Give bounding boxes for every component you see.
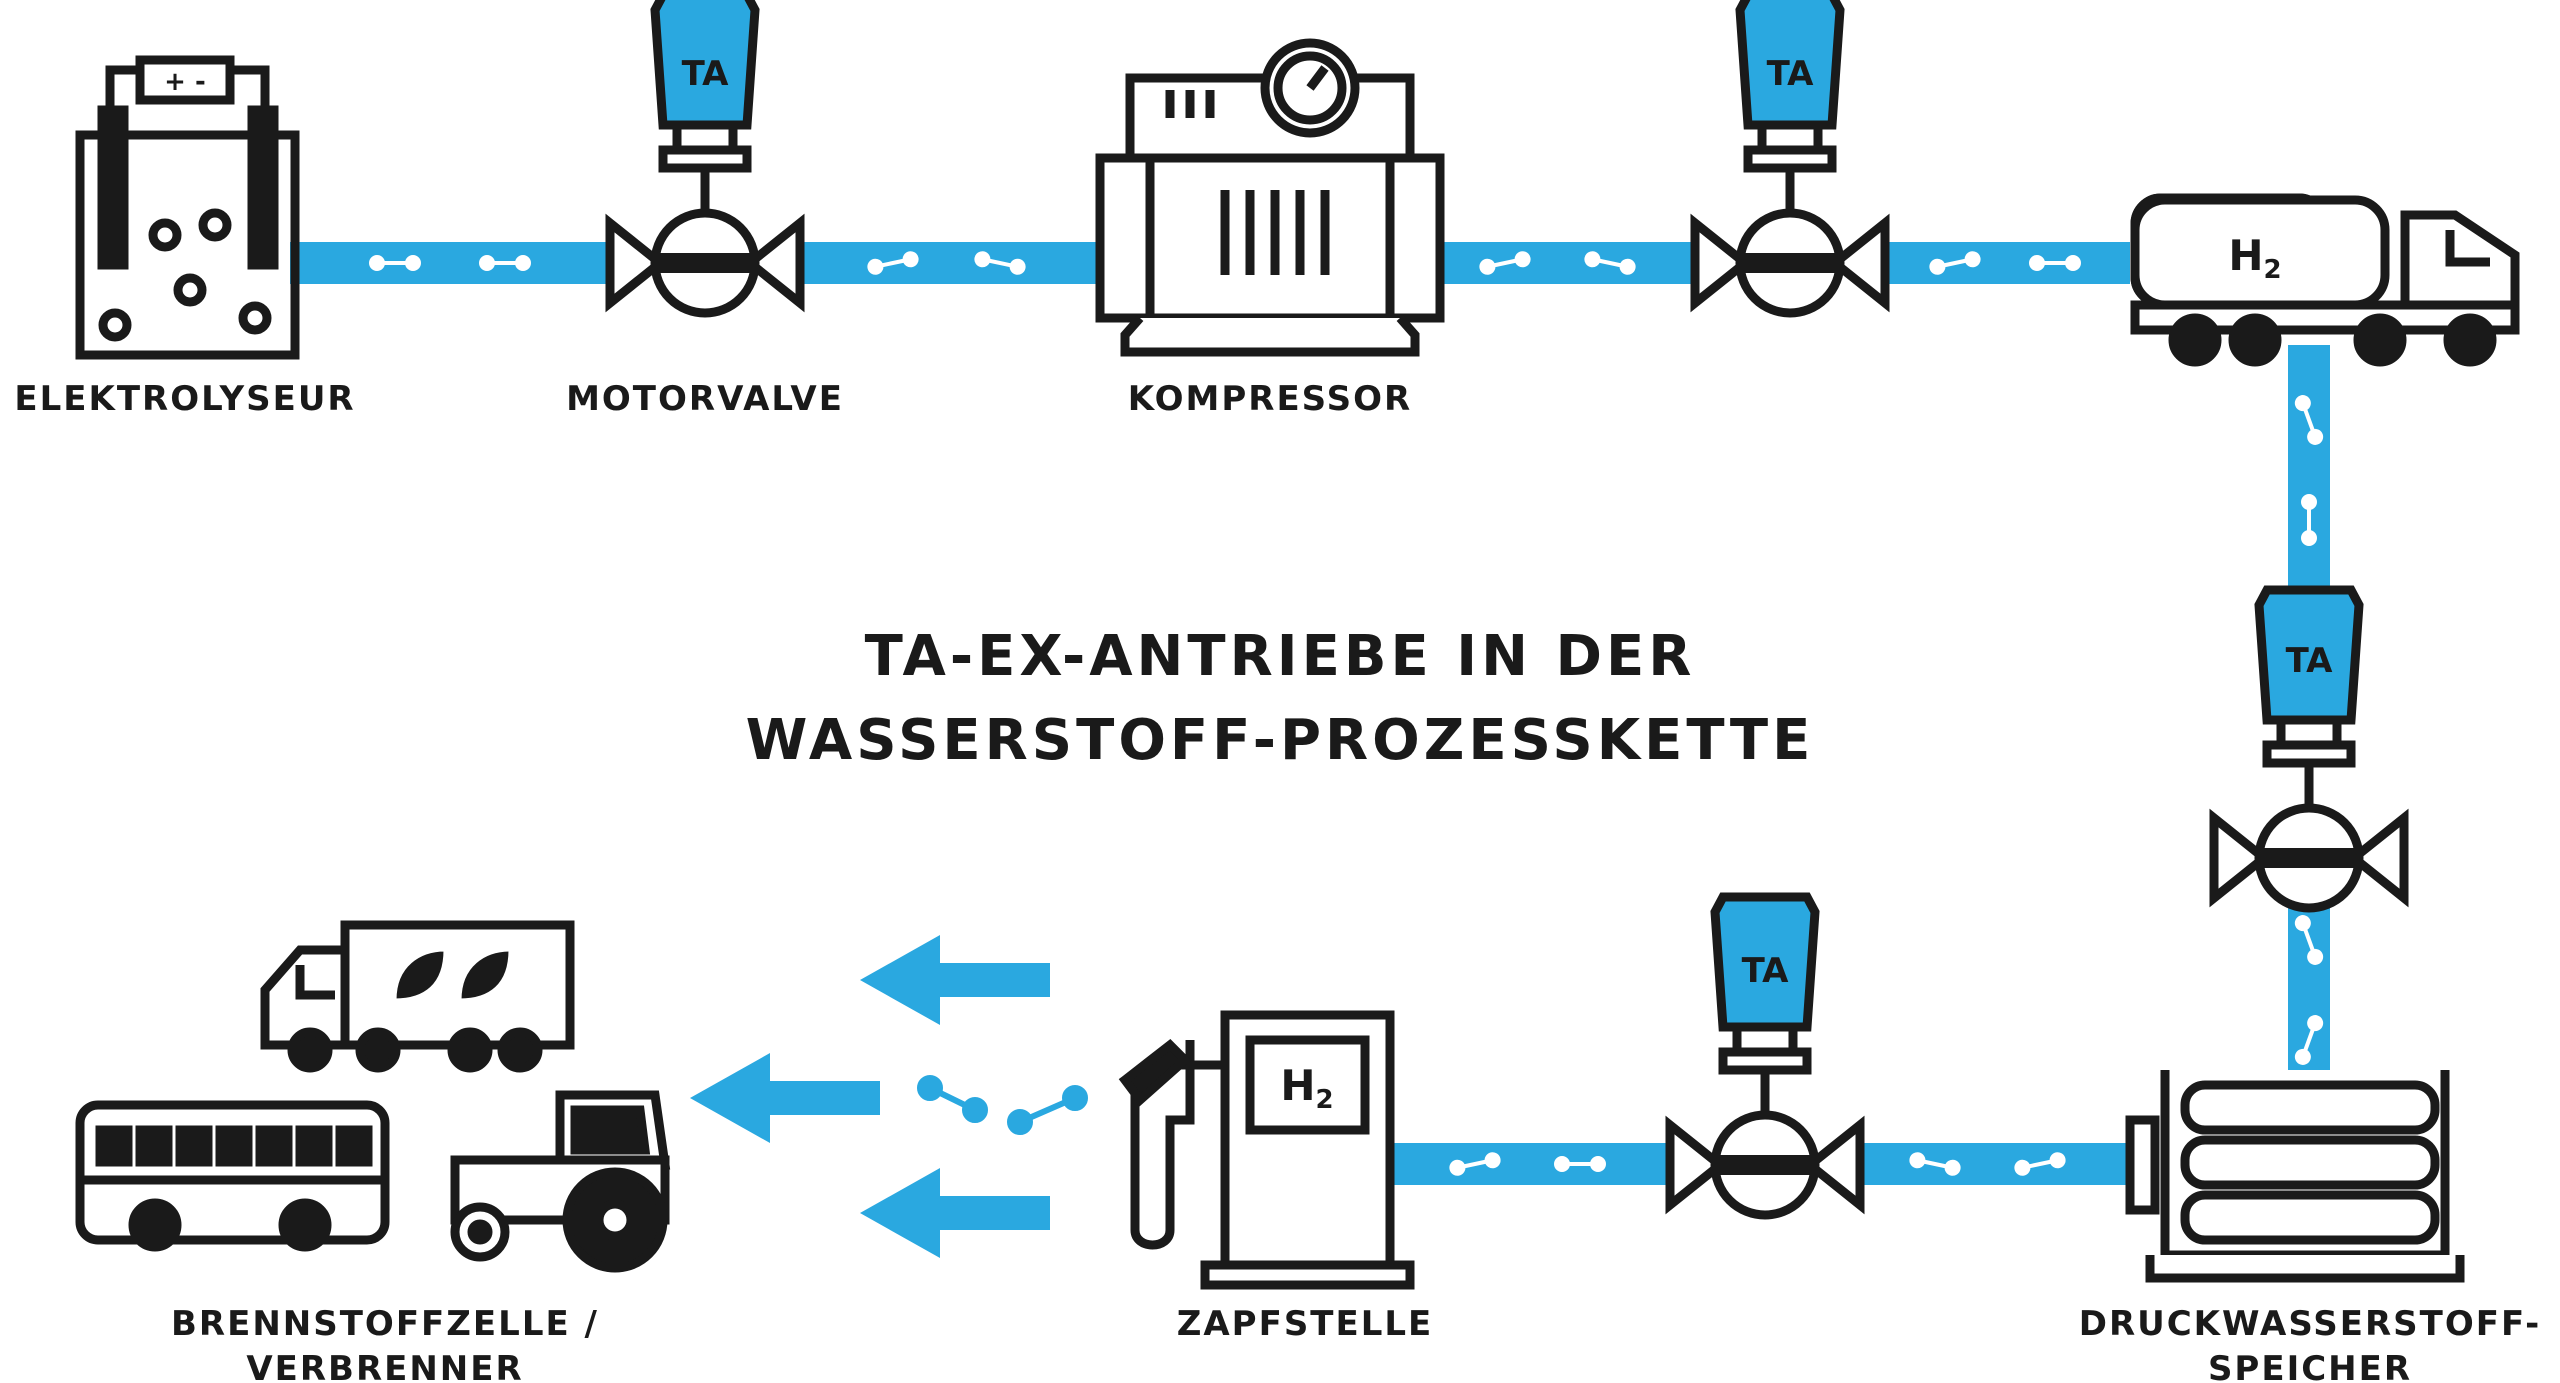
- diagram-title: TA-EX-ANTRIEBE IN DER WASSERSTOFF-PROZES…: [0, 615, 2560, 783]
- label-speicher-2: SPEICHER: [2208, 1349, 2412, 1383]
- title-line-1: TA-EX-ANTRIEBE IN DER: [864, 624, 1696, 689]
- molecule-icon: [479, 255, 531, 271]
- label-motorvalve: MOTORVALVE: [566, 379, 844, 419]
- actuator-label: TA: [1767, 54, 1815, 94]
- arrows: [690, 935, 1050, 1258]
- actuator-label: TA: [2286, 641, 2334, 681]
- motor-valve-icon: [605, 0, 805, 318]
- pipe-segment: [1430, 242, 1710, 284]
- label-brennstoffzelle-1: BRENNSTOFFZELLE /: [171, 1304, 599, 1344]
- pipe-segment: [290, 242, 620, 284]
- battery-sign: + -: [164, 67, 206, 97]
- motor-valve-icon: [1665, 892, 1865, 1220]
- electrolyser-icon: [75, 55, 300, 360]
- actuator-label: TA: [1742, 951, 1790, 991]
- label-kompressor: KOMPRESSOR: [1128, 379, 1412, 419]
- arrow-left-icon: [690, 1053, 880, 1143]
- pipe-segment: [1850, 1143, 2130, 1185]
- molecule-icon: [369, 255, 421, 271]
- label-brennstoffzelle-2: VERBRENNER: [246, 1349, 523, 1383]
- molecule-icon: [2014, 1152, 2066, 1176]
- arrow-left-icon: [860, 1168, 1050, 1258]
- molecule-icon: [2294, 1015, 2324, 1065]
- molecule-icon: [1554, 1156, 1606, 1172]
- molecule-icon: [1929, 251, 1981, 275]
- molecule-icon: [917, 1075, 1088, 1135]
- leaf-icon: [393, 948, 512, 1002]
- molecule-icon: [2029, 255, 2081, 271]
- pipe-segment: [1870, 242, 2130, 284]
- tractor-icon: [450, 1090, 671, 1273]
- h2-label: H2: [1280, 1061, 1333, 1115]
- arrow-left-icon: [860, 935, 1050, 1025]
- pipe-segment: [790, 242, 1110, 284]
- label-speicher-1: DRUCKWASSERSTOFF-: [2079, 1304, 2542, 1344]
- label-zapfstelle: ZAPFSTELLE: [1177, 1304, 1434, 1344]
- pipes: [290, 242, 2330, 1185]
- actuator-label: TA: [682, 54, 730, 94]
- molecule-icon: [1584, 251, 1636, 275]
- molecule-icon: [1479, 251, 1531, 275]
- molecule-icon: [2301, 494, 2317, 546]
- molecule-icon: [974, 251, 1026, 275]
- molecule-icon: [867, 251, 919, 275]
- truck-icon: [260, 920, 575, 1073]
- pipe-segment: [2288, 345, 2330, 600]
- motor-valve-icon: [2209, 585, 2409, 913]
- motor-valve-icon: [1690, 0, 1890, 318]
- molecule-icon: [2294, 915, 2324, 965]
- pipe-segment: [1380, 1143, 1680, 1185]
- fuel-pump-icon: [1118, 1010, 1415, 1290]
- compressor-icon: [1095, 38, 1445, 357]
- molecule-icon: [1909, 1152, 1961, 1176]
- molecule-icon: [2294, 395, 2324, 445]
- tanker-truck-icon: [2130, 193, 2520, 367]
- h2-label: H2: [2228, 231, 2281, 285]
- label-elektrolyseur: ELEKTROLYSEUR: [14, 379, 355, 419]
- molecule-icons: [369, 251, 2324, 1176]
- labels: ELEKTROLYSEUR MOTORVALVE KOMPRESSOR BREN…: [14, 379, 2542, 1383]
- bus-icon: [75, 1100, 390, 1252]
- title-line-2: WASSERSTOFF-PROZESSKETTE: [745, 708, 1815, 773]
- pressure-storage-icon: [2125, 1070, 2465, 1283]
- molecule-icon: [1449, 1152, 1501, 1176]
